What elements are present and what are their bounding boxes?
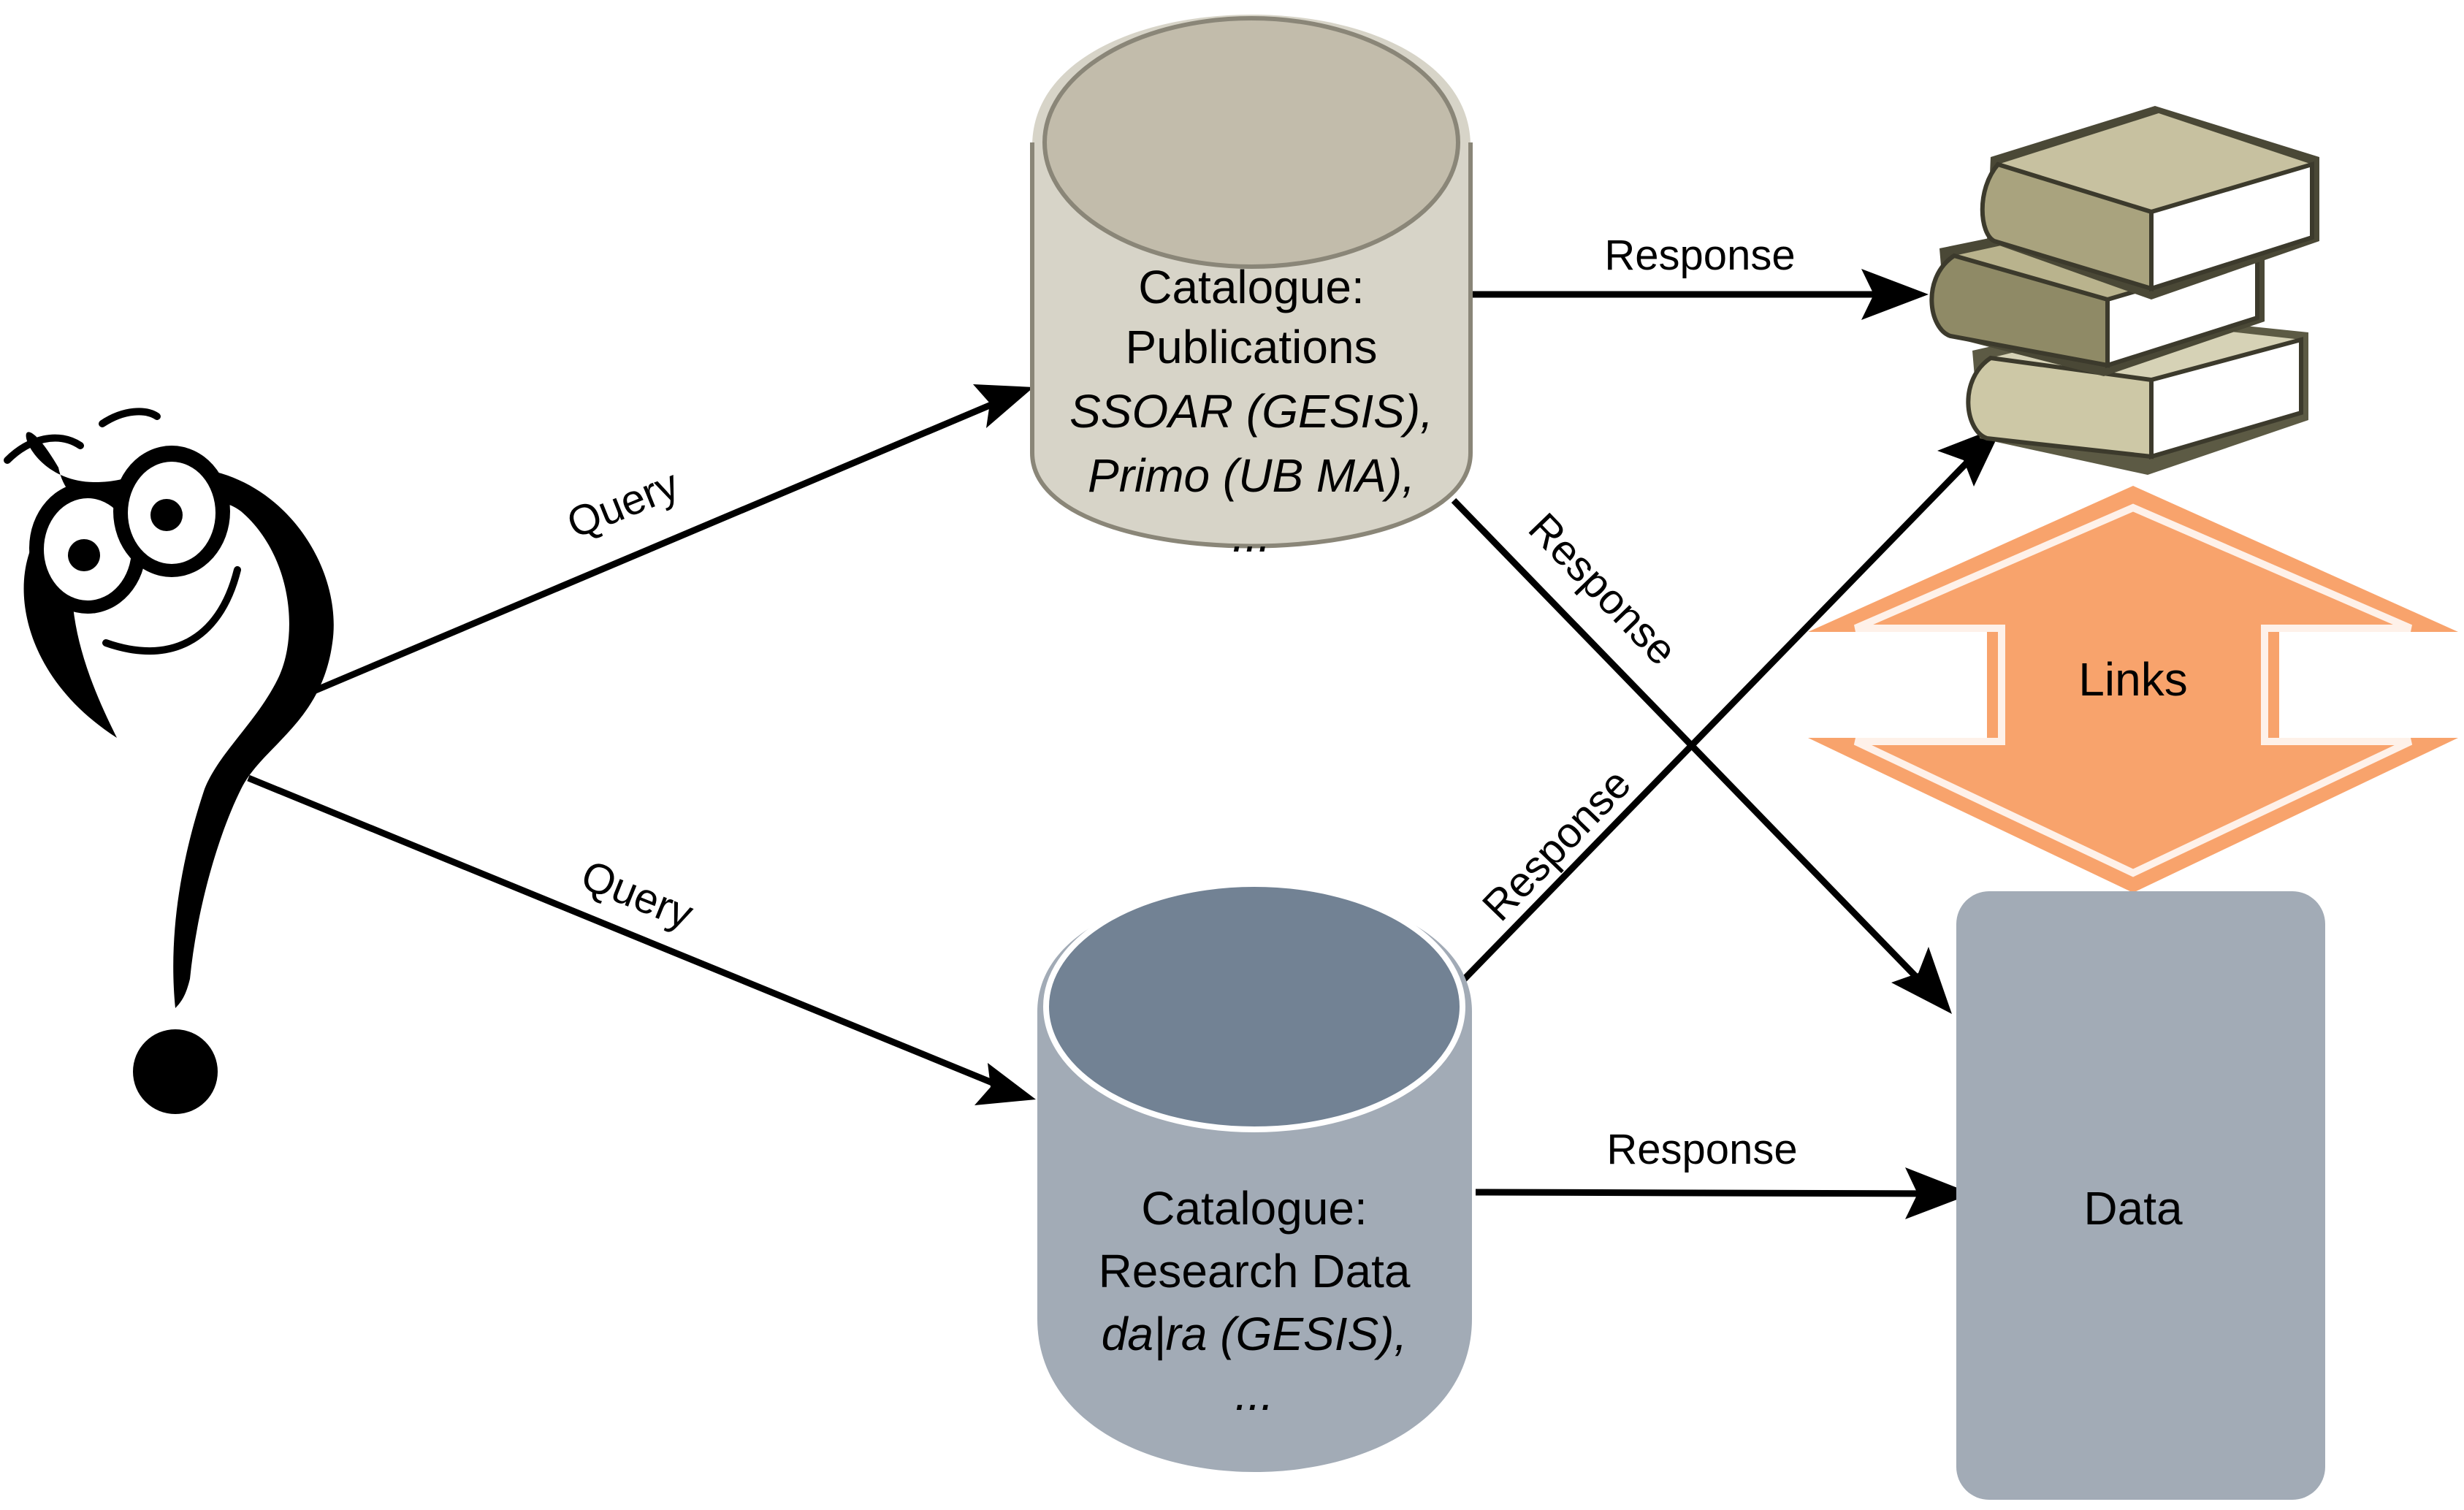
query-label-research-data: Query [575,851,700,938]
research-data-examples-line2: ... [1235,1368,1273,1420]
books-stack-icon [1929,106,2319,475]
research-data-title-line2: Research Data [1099,1245,1411,1297]
research-data-catalogue: Catalogue: Research Data da|ra (GESIS), … [1037,881,1472,1472]
publications-title-line1: Catalogue: [1138,261,1365,313]
publications-examples-line3: ... [1232,509,1270,562]
response-edge-research-data-to-books [1454,425,2003,989]
response-label-research-data-to-books: Response [1473,760,1640,930]
response-edge-research-data-to-data [1475,1167,1972,1219]
response-label-publications-to-books: Response [1604,232,1795,279]
links-label: Links [2078,653,2187,706]
response-label-publications-to-data: Response [1519,504,1686,674]
query-edge-publications [305,384,1034,698]
data-box: Data [1956,891,2325,1500]
publications-examples-line1: SSOAR (GESIS), [1069,385,1433,438]
research-data-examples-line1: da|ra (GESIS), [1102,1308,1408,1361]
response-label-research-data-to-data: Response [1606,1126,1797,1173]
links-double-arrow: Links [1808,486,2458,893]
publications-catalogue: Catalogue: Publications SSOAR (GESIS), P… [1030,15,1473,562]
research-data-title-line1: Catalogue: [1141,1182,1368,1235]
response-edge-publications-to-books [1472,269,1929,320]
question-mark-character-icon [4,408,334,1114]
query-label-publications: Query [560,460,685,547]
data-label: Data [2083,1182,2183,1235]
query-edge-research-data [247,774,1036,1105]
response-edge-publications-to-data [1451,497,1952,1014]
publications-title-line2: Publications [1125,321,1377,373]
publications-examples-line2: Primo (UB MA), [1088,449,1415,502]
